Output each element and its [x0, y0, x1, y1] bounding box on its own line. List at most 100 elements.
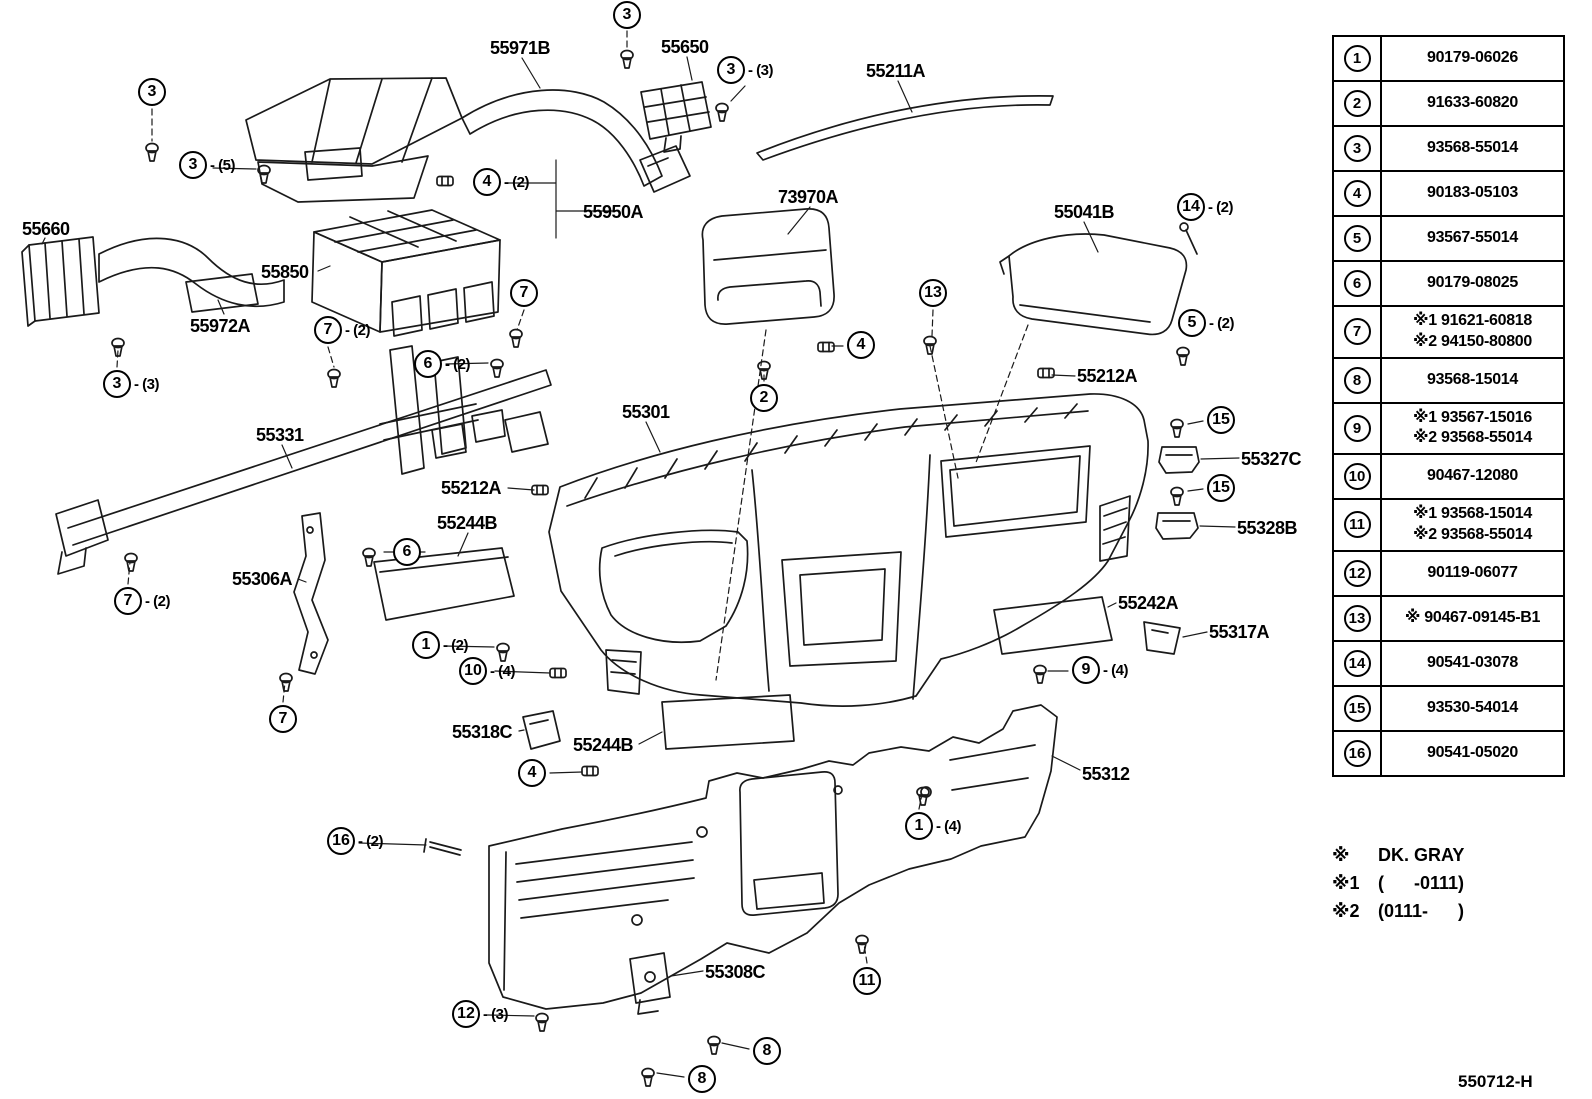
- ref-number-cell: 3: [1334, 127, 1382, 170]
- ref-number-cell: 16: [1334, 731, 1382, 775]
- callout-number: 3: [103, 370, 131, 398]
- legend-text: (0111- ): [1378, 901, 1465, 921]
- callout-balloon: 16- (2): [327, 827, 384, 855]
- callout-number: 15: [1207, 474, 1235, 502]
- callout-balloon: 5- (2): [1178, 309, 1235, 337]
- ref-number-badge: 1: [1343, 45, 1371, 72]
- part-number-label: 55318C: [452, 722, 513, 742]
- legend-row: ※2 (0111- ): [1332, 901, 1464, 922]
- parts-table-row: 9※1 93567-15016※2 93568-55014: [1334, 403, 1563, 456]
- callout-number: 2: [750, 384, 778, 412]
- part-number-cell: ※1 91621-60818※2 94150-80800: [1412, 312, 1532, 350]
- defroster-duct-art: [245, 77, 463, 203]
- part-number-cell: 91633-60820: [1426, 94, 1518, 112]
- callout-quantity: - (2): [358, 832, 384, 850]
- parts-table-row: 8 93568-15014: [1334, 358, 1563, 404]
- brace-art: [293, 512, 329, 675]
- ref-number-badge: 10: [1343, 463, 1371, 491]
- callout-number: 15: [1207, 406, 1235, 434]
- callout-quantity: - (4): [1103, 661, 1129, 679]
- instrument-panel-art: [548, 393, 1149, 707]
- callout-number: 9: [1072, 656, 1100, 684]
- callout-quantity: - (2): [345, 321, 371, 339]
- callout-quantity: - (4): [490, 662, 516, 680]
- ref-number-cell: 7: [1334, 307, 1382, 357]
- part-number-label: 55301: [622, 402, 670, 422]
- part-number-cell: 90541-03078: [1426, 653, 1518, 671]
- parts-table-row: 3 93568-55014: [1334, 127, 1563, 172]
- ref-number-cell: 2: [1334, 82, 1382, 125]
- callout-number: 13: [919, 279, 947, 307]
- callout-balloon: 1- (4): [905, 812, 962, 840]
- leader-lines-dashed: [116, 30, 1029, 964]
- callout-number: 6: [414, 350, 442, 378]
- callout-number: 7: [510, 279, 538, 307]
- callout-number: 3: [138, 78, 166, 106]
- ref-number-cell: 5: [1334, 217, 1382, 260]
- callout-number: 3: [179, 151, 207, 179]
- part-number-label: 55650: [661, 37, 709, 57]
- airbag-module-art: [701, 208, 835, 325]
- callout-quantity: - (3): [483, 1005, 509, 1023]
- part-number-label: 55312: [1082, 764, 1130, 784]
- part-number-label: 73970A: [778, 187, 839, 207]
- callout-balloon: 4: [847, 331, 875, 359]
- callout-balloon: 10- (4): [459, 657, 516, 685]
- ref-number-cell: 14: [1334, 641, 1382, 685]
- clip-55328B-art: [1155, 512, 1199, 540]
- part-number-label: 55041B: [1054, 202, 1115, 222]
- ref-number-badge: 11: [1343, 511, 1371, 539]
- bracket-55317A-art: [1143, 621, 1181, 655]
- ref-number-badge: 4: [1343, 180, 1371, 207]
- callout-balloon: 7- (2): [314, 316, 371, 344]
- callout-number: 4: [518, 759, 546, 787]
- callout-balloon: 4: [518, 759, 546, 787]
- part-number-cell: 90183-05103: [1426, 184, 1518, 202]
- ref-number-cell: 6: [1334, 262, 1382, 305]
- legend-symbol: ※2: [1332, 901, 1360, 921]
- ref-number-cell: 8: [1334, 358, 1382, 402]
- clip-icons: [436, 175, 1055, 777]
- ref-number-badge: 9: [1343, 414, 1371, 442]
- part-number-cell: 93530-54014: [1426, 698, 1518, 716]
- ref-number-badge: 5: [1343, 225, 1371, 252]
- callout-number: 7: [114, 587, 142, 615]
- callout-balloon: 15: [1207, 406, 1235, 434]
- part-number-cell: 93567-55014: [1426, 229, 1518, 247]
- callout-quantity: - (2): [445, 355, 471, 373]
- ref-number-badge: 2: [1343, 90, 1371, 117]
- callout-number: 4: [847, 331, 875, 359]
- part-number-label: 55971B: [490, 38, 551, 58]
- ref-number-badge: 6: [1343, 270, 1371, 297]
- callout-quantity: - (3): [748, 61, 774, 79]
- callout-balloon: 8: [688, 1065, 716, 1093]
- part-number-cell: 93568-15014: [1426, 370, 1518, 388]
- part-number-cell: 90119-06077: [1427, 563, 1518, 581]
- reinforcement-bar-art: [55, 345, 552, 575]
- callout-quantity: - (2): [504, 173, 530, 191]
- callout-number: 11: [853, 967, 881, 995]
- legend-row: ※1( -0111): [1332, 873, 1464, 894]
- callout-balloon: 8: [753, 1037, 781, 1065]
- lower-panel-art: [488, 704, 1058, 1010]
- parts-table-row: 2 91633-60820: [1334, 82, 1563, 127]
- part-number-cell: 93568-55014: [1426, 139, 1518, 157]
- callout-balloon: 6: [393, 538, 421, 566]
- callout-balloon: 1- (2): [412, 631, 469, 659]
- part-number-label: 55660: [22, 219, 70, 239]
- callout-quantity: - (5): [210, 156, 236, 174]
- ref-number-cell: 4: [1334, 172, 1382, 215]
- legend-text: DK. GRAY: [1378, 845, 1465, 865]
- center-duct-art: [311, 209, 501, 337]
- callout-balloon: 3- (3): [717, 56, 774, 84]
- parts-table-row: 11※1 93568-15014※2 93568-55014: [1334, 500, 1563, 552]
- ref-number-badge: 8: [1343, 366, 1371, 394]
- callout-balloon: 3: [613, 1, 641, 29]
- parts-table-row: 13※ 90467-09145-B1: [1334, 596, 1563, 642]
- callout-balloon: 13: [919, 279, 947, 307]
